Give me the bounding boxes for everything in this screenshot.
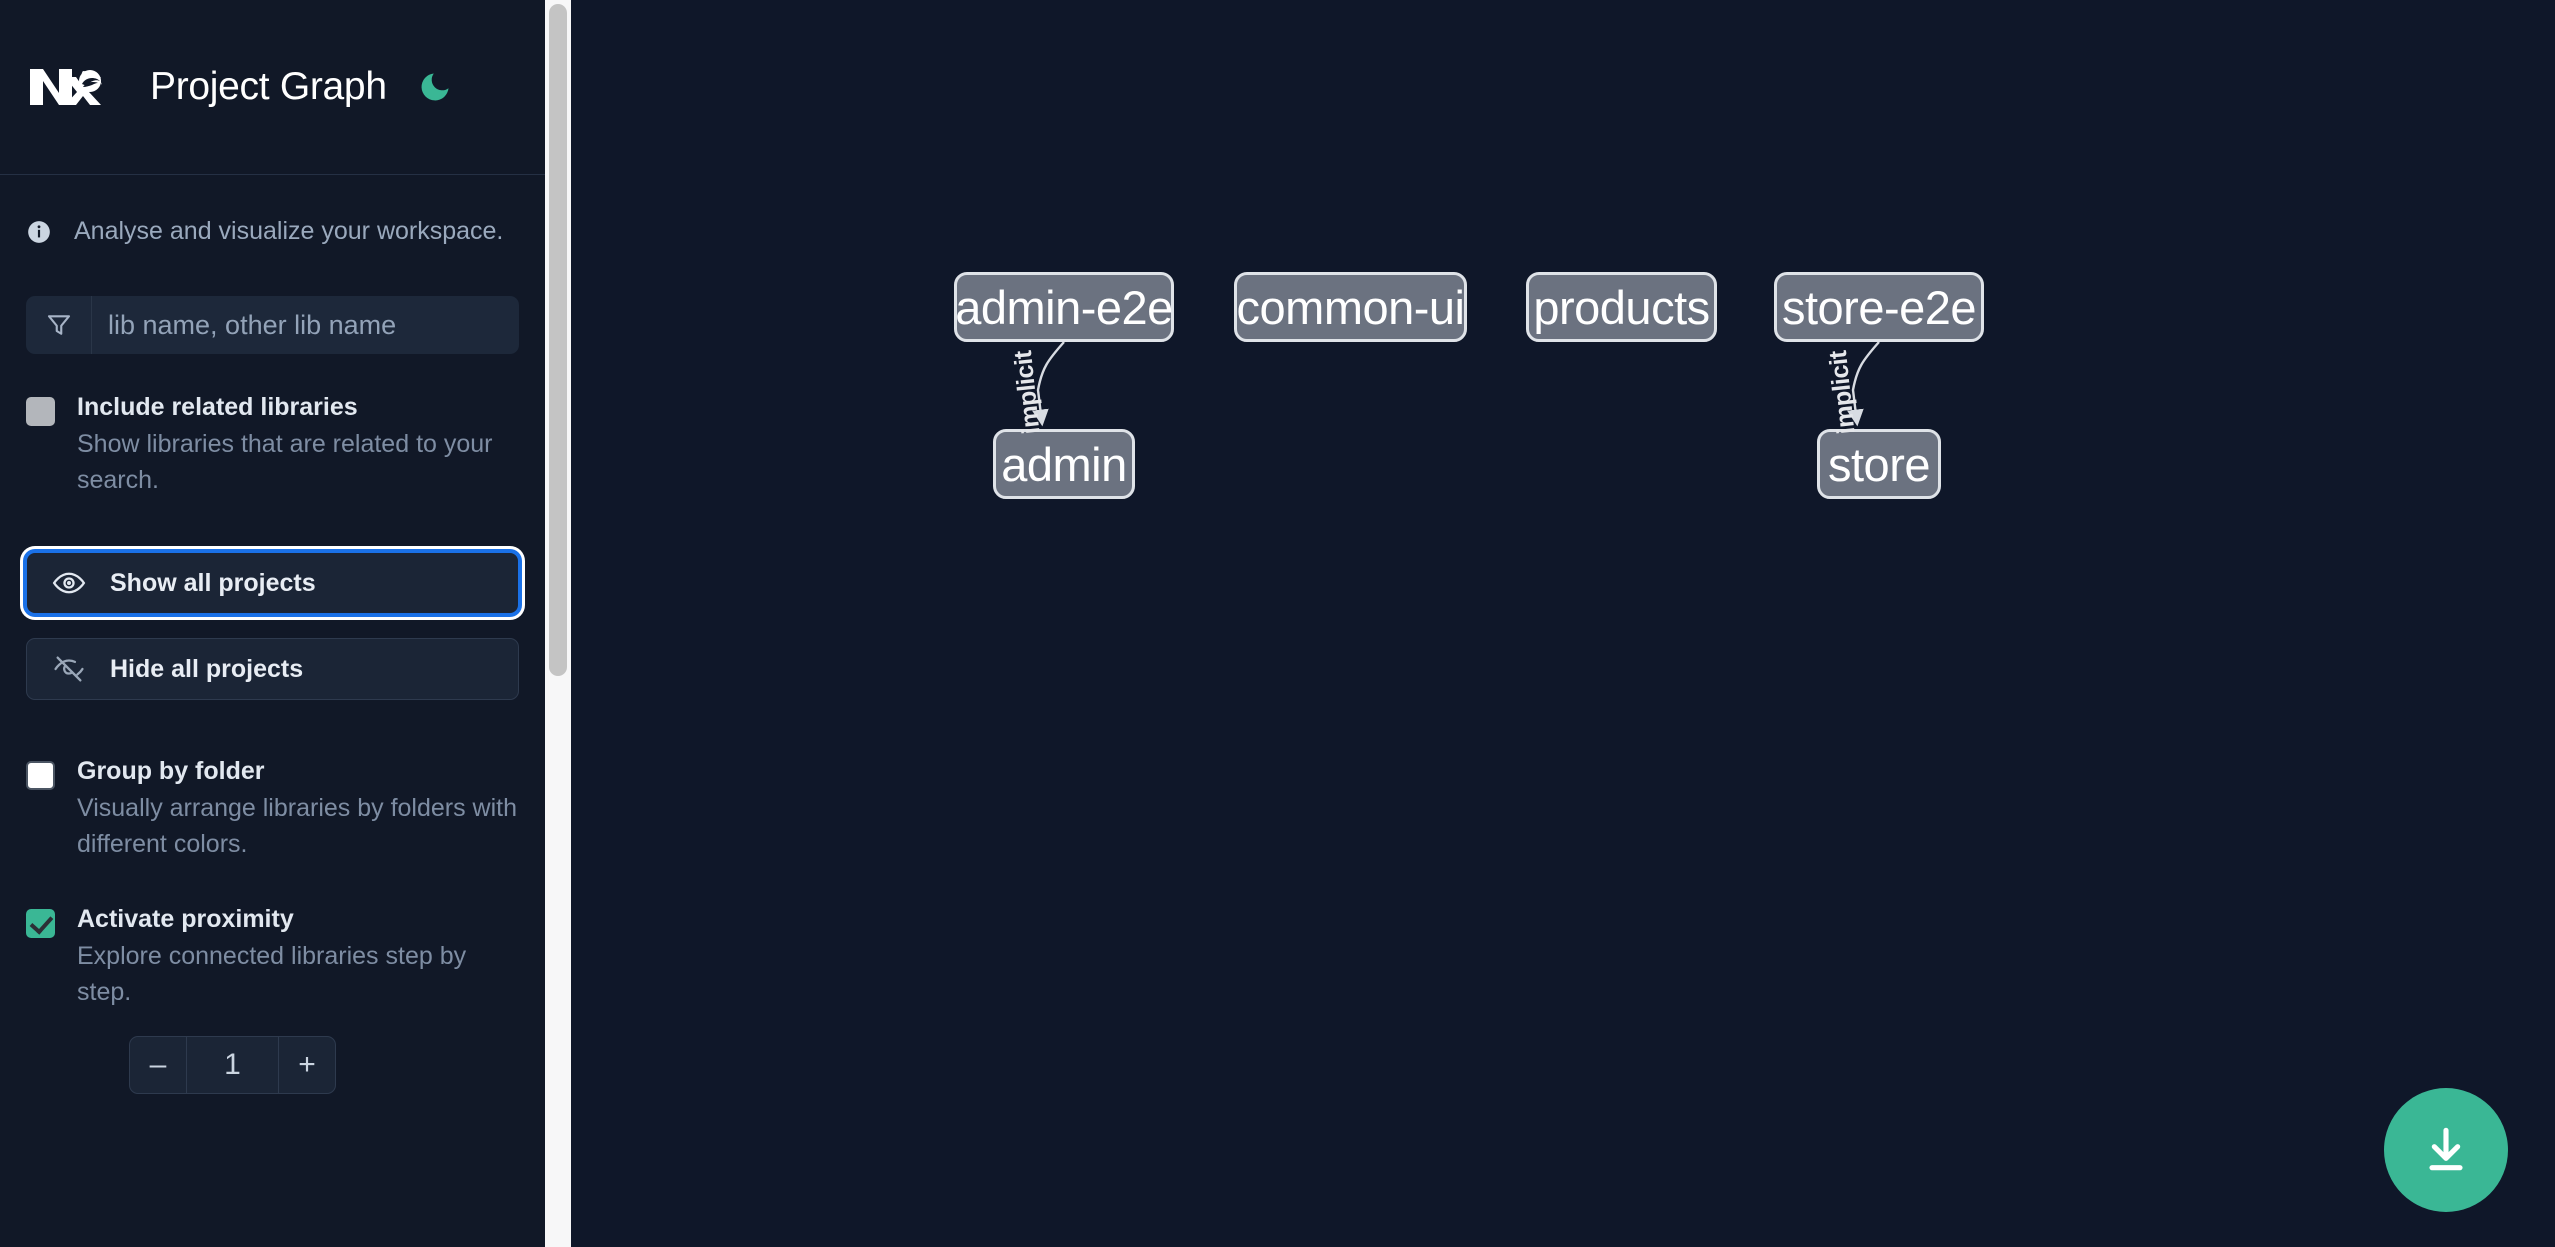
activate-proximity-description: Explore connected libraries step by step…	[77, 942, 467, 1006]
project-graph-canvas[interactable]: admin-e2e common-ui products store-e2e admin…	[545, 0, 2555, 1247]
graph-node-common-ui[interactable]: common-ui	[1234, 272, 1467, 342]
group-by-folder-label: Group by folder	[77, 757, 265, 785]
info-icon	[26, 219, 52, 245]
graph-node-admin-e2e[interactable]: admin-e2e	[954, 272, 1174, 342]
page-title: Project Graph	[150, 65, 387, 108]
proximity-value: 1	[224, 1048, 241, 1081]
filter-icon	[26, 296, 92, 354]
activate-proximity-label: Activate proximity	[77, 905, 294, 933]
proximity-stepper: – 1 +	[129, 1036, 336, 1094]
proximity-increment-button[interactable]: +	[278, 1037, 335, 1093]
group-by-folder-description: Visually arrange libraries by folders wi…	[77, 794, 518, 858]
include-related-libraries-checkbox[interactable]	[26, 397, 55, 426]
sidebar-scrollbar-thumb[interactable]	[549, 4, 567, 676]
graph-edge-label-store-e2e-to-store: implicit	[1823, 349, 1861, 436]
hide-all-projects-button[interactable]: Hide all projects	[26, 638, 519, 700]
include-related-libraries-description: Show libraries that are related to your …	[77, 430, 493, 494]
sidebar-header: Project Graph	[0, 0, 545, 175]
sidebar-tagline-text: Analyse and visualize your workspace.	[74, 217, 504, 245]
show-all-projects-button[interactable]: Show all projects	[26, 552, 519, 614]
filter-bar	[26, 296, 519, 354]
search-input[interactable]	[92, 296, 519, 354]
sidebar-tagline: Analyse and visualize your workspace.	[26, 175, 519, 246]
group-by-folder-option: Group by folder Visually arrange librari…	[26, 756, 519, 862]
graph-node-store[interactable]: store	[1817, 429, 1941, 499]
graph-edge-layer	[1032, 341, 1880, 427]
group-by-folder-checkbox[interactable]	[26, 761, 55, 790]
eye-off-icon	[52, 652, 86, 686]
include-related-libraries-label: Include related libraries	[77, 393, 358, 421]
activate-proximity-option: Activate proximity Explore connected lib…	[26, 904, 519, 1094]
moon-icon[interactable]	[415, 67, 455, 107]
graph-edge-label-admin-e2e-to-admin: implicit	[1008, 349, 1046, 436]
download-icon	[2418, 1121, 2474, 1180]
download-button[interactable]	[2384, 1088, 2508, 1212]
show-all-projects-label: Show all projects	[110, 568, 316, 597]
activate-proximity-checkbox[interactable]	[26, 909, 55, 938]
sidebar-body: Analyse and visualize your workspace. In…	[0, 175, 545, 1094]
sidebar-scrollbar[interactable]	[545, 0, 571, 1247]
graph-node-products[interactable]: products	[1526, 272, 1717, 342]
graph-node-admin[interactable]: admin	[993, 429, 1135, 499]
nx-logo-icon	[26, 59, 118, 115]
eye-icon	[52, 566, 86, 600]
sidebar: Project Graph Analyse and visualize your…	[0, 0, 545, 1247]
proximity-decrement-button[interactable]: –	[130, 1037, 187, 1093]
hide-all-projects-label: Hide all projects	[110, 654, 304, 683]
include-related-libraries-option: Include related libraries Show libraries…	[26, 392, 519, 498]
graph-node-store-e2e[interactable]: store-e2e	[1774, 272, 1984, 342]
